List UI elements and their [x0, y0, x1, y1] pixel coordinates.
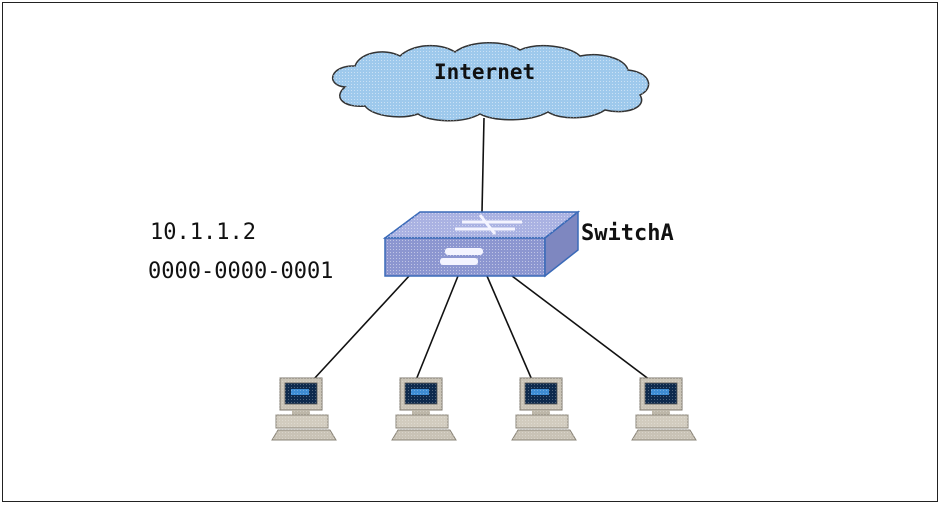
switch-mac-label: 0000-0000-0001 — [148, 259, 334, 284]
internet-label: Internet — [434, 60, 536, 84]
host-2-computer-icon — [391, 377, 457, 441]
hosts — [271, 377, 697, 441]
link-internet-switch — [481, 117, 485, 213]
link-switch-host-4 — [511, 275, 651, 381]
internet-cloud — [331, 42, 650, 122]
links — [312, 117, 651, 381]
link-switch-host-1 — [312, 274, 411, 381]
switch-logo-icon — [440, 248, 483, 265]
host-1-computer-icon — [271, 377, 337, 441]
host-4-computer-icon — [631, 377, 697, 441]
switch-arrows-icon — [455, 214, 522, 235]
link-switch-host-3 — [486, 275, 533, 381]
link-switch-host-2 — [415, 275, 459, 381]
switch-name-label: SwitchA — [581, 221, 674, 246]
switch-ip-label: 10.1.1.2 — [150, 220, 256, 245]
host-3-computer-icon — [511, 377, 577, 441]
switch-device — [382, 210, 581, 278]
